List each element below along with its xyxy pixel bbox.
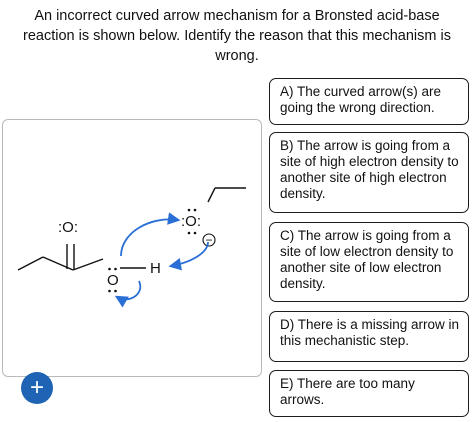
carbon-skeleton xyxy=(17,187,246,271)
answer-choice-a[interactable]: A) The curved arrow(s) are going the wro… xyxy=(269,78,469,125)
mechanism-structure: :O: O H :O: − xyxy=(17,187,246,308)
alkoxide-lone-pairs xyxy=(187,208,197,235)
question-text: An incorrect curved arrow mechanism for … xyxy=(23,8,451,64)
answer-choice-e[interactable]: E) There are too many arrows. xyxy=(269,370,469,417)
curved-arrow-o-to-h xyxy=(168,241,209,271)
curved-arrow-oh-bond-to-o xyxy=(114,280,142,308)
hydrogen-atom: H xyxy=(150,260,161,277)
curved-arrows xyxy=(114,212,209,308)
carbonyl-oxygen: :O: xyxy=(58,219,78,236)
answer-choice-b[interactable]: B) The arrow is going from a site of hig… xyxy=(269,132,469,213)
answer-choice-d[interactable]: D) There is a missing arrow in this mech… xyxy=(269,311,469,362)
negative-charge-icon: − xyxy=(202,233,216,247)
svg-text:−: − xyxy=(205,233,212,247)
mechanism-image-panel: :O: O H :O: − xyxy=(2,119,262,377)
curved-arrow-oh-to-o xyxy=(120,212,181,257)
alkoxide-oxygen: :O: xyxy=(181,213,201,230)
add-button[interactable]: + xyxy=(21,372,53,404)
hydroxyl-oxygen: O xyxy=(107,272,119,289)
hydroxyl-lone-pairs xyxy=(108,267,117,293)
answer-choice-c[interactable]: C) The arrow is going from a site of low… xyxy=(269,222,469,302)
